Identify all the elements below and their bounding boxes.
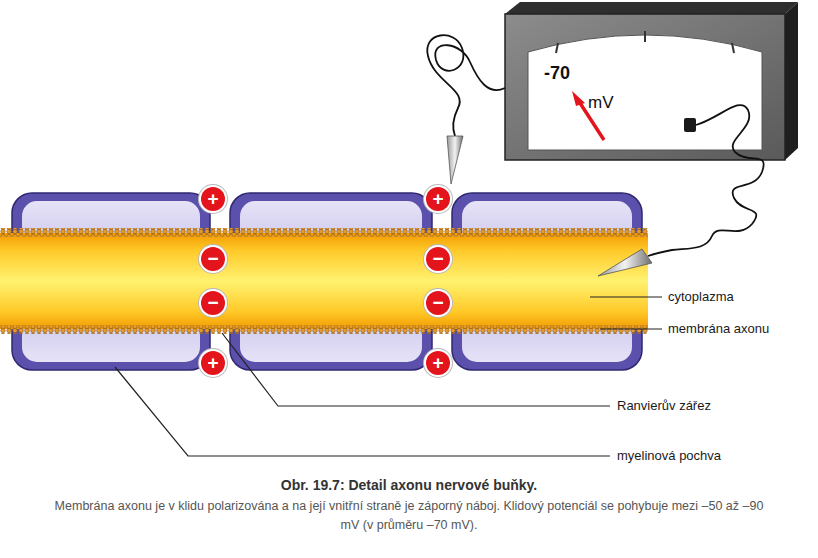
- leader-line: [600, 328, 662, 329]
- leader-line: [222, 333, 610, 406]
- meter-unit: mV: [588, 92, 614, 113]
- leader-line: [590, 296, 662, 297]
- charge-sign: −: [201, 247, 225, 271]
- charge-circle: −: [426, 247, 450, 271]
- charge-sign: +: [426, 351, 450, 375]
- charge-circle: +: [201, 351, 225, 375]
- axon-membrane: [0, 228, 648, 237]
- probe-wire: [648, 105, 764, 256]
- charge-sign: −: [426, 291, 450, 315]
- charge-sign: −: [426, 247, 450, 271]
- axon-membrane: [0, 325, 648, 334]
- charge-circle: +: [426, 351, 450, 375]
- part-label: Ranvierův zářez: [617, 398, 711, 414]
- charge-circle: +: [201, 187, 225, 211]
- meter-front: [505, 14, 785, 160]
- part-label: cytoplazma: [668, 289, 734, 305]
- charge-circle: −: [201, 247, 225, 271]
- probe-wire: [427, 35, 505, 136]
- leader-lines: [115, 297, 662, 456]
- dial-tick: [644, 31, 646, 42]
- meter-dial: [528, 35, 762, 150]
- meter-readout: -70 mV: [540, 62, 640, 118]
- dial-tick: [556, 43, 558, 53]
- charge-sign: +: [201, 187, 225, 211]
- meter-side: [785, 2, 798, 160]
- charge-circle: −: [426, 291, 450, 315]
- meter-top: [505, 2, 798, 14]
- figure-caption: Membrána axonu je v klidu polarizována a…: [54, 497, 764, 535]
- cytoplasm-band: [0, 233, 648, 329]
- meter-socket: [684, 118, 696, 132]
- charge-circle: +: [426, 187, 450, 211]
- charge-sign: −: [201, 291, 225, 315]
- charge-circle: −: [201, 291, 225, 315]
- part-label: myelinová pochva: [617, 448, 721, 464]
- charge-sign: +: [426, 187, 450, 211]
- charge-sign: +: [201, 351, 225, 375]
- voltmeter: [505, 2, 798, 160]
- probe-tip: [598, 249, 652, 276]
- needle-head: [572, 91, 585, 106]
- figure-title: Obr. 19.7: Detail axonu nervové buňky.: [0, 476, 818, 494]
- probe-tip: [447, 136, 463, 184]
- leader-line: [115, 367, 610, 456]
- part-label: membrána axonu: [668, 321, 769, 337]
- dial-tick: [732, 43, 734, 53]
- meter-value: -70: [544, 62, 570, 84]
